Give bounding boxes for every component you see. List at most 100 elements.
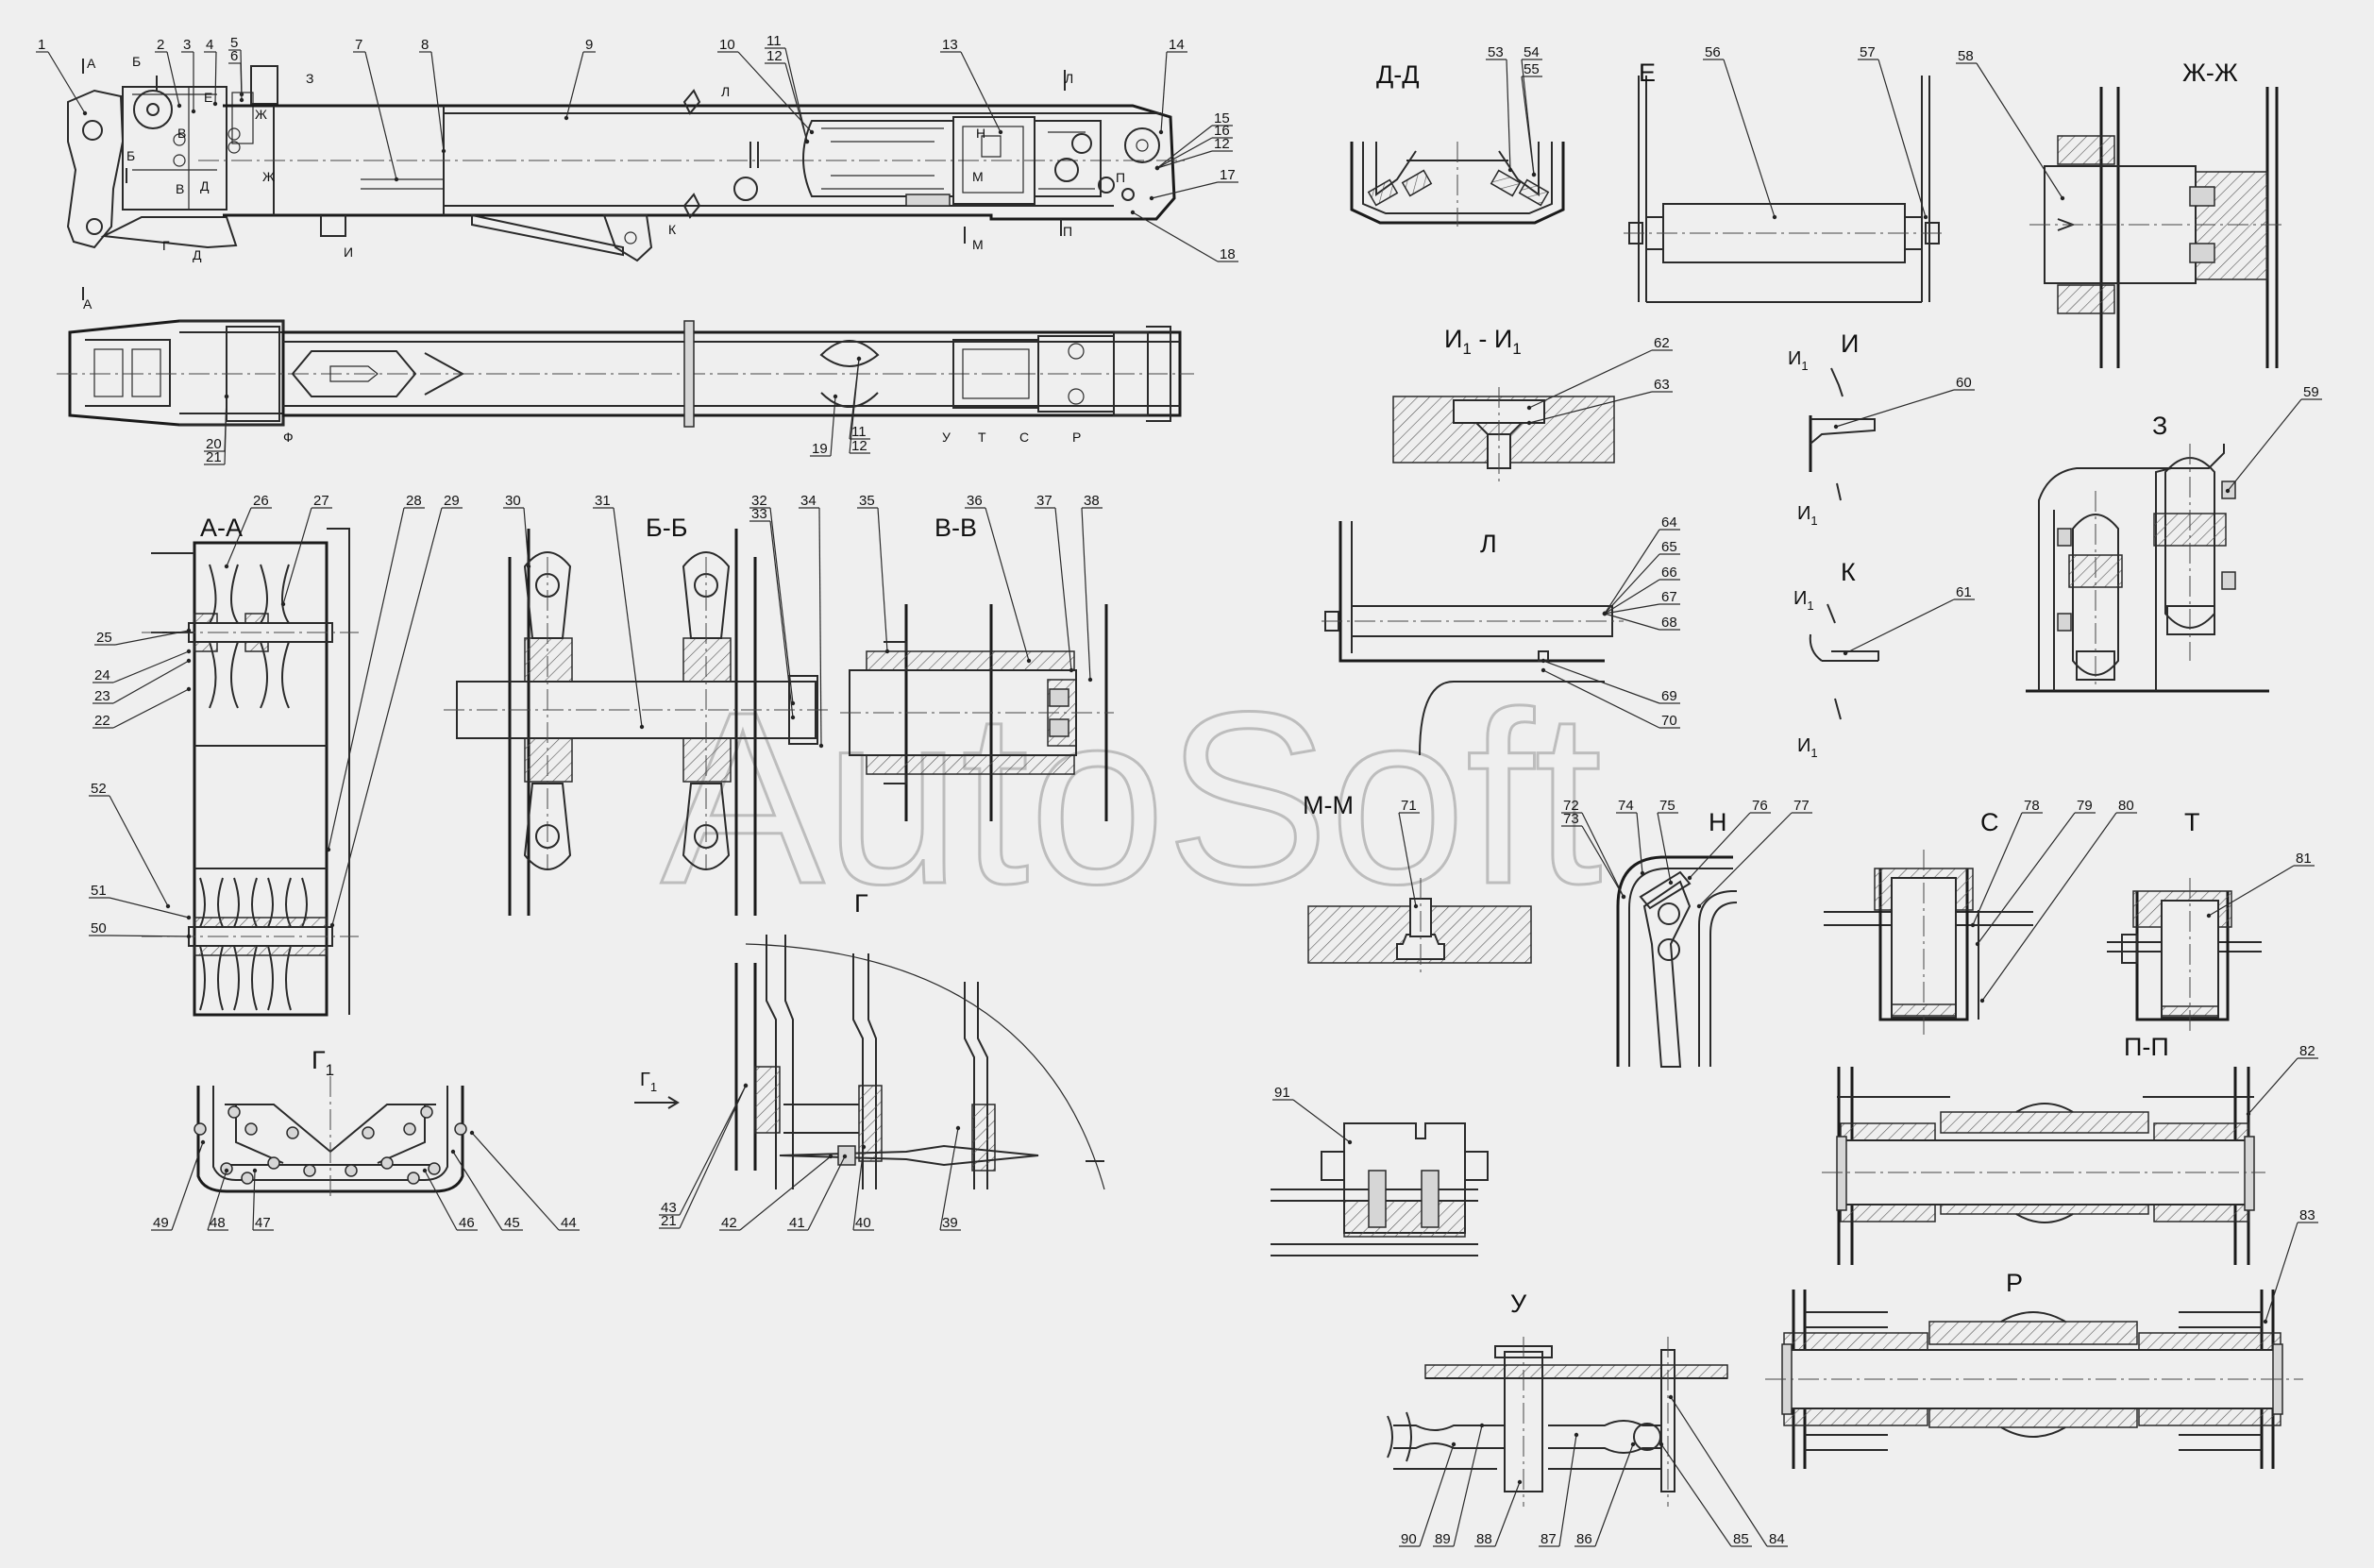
callout-number: 63 (1654, 377, 1670, 393)
callout-number: 4 (206, 37, 213, 53)
view-mark: Ж (255, 107, 267, 122)
callout-66: 66 (1602, 565, 1680, 616)
view-mark: Е (204, 90, 212, 105)
callout-79: 79 (1975, 798, 2096, 947)
callout-80: 80 (1979, 798, 2137, 1003)
callout-number: 75 (1659, 798, 1675, 814)
callout-number: 53 (1488, 44, 1504, 60)
section-title: Т (2184, 808, 2200, 836)
view-mark: В (176, 181, 184, 196)
callout-40: 40 (852, 1144, 874, 1231)
callout-number: 83 (2299, 1207, 2315, 1223)
callout-37: 37 (1035, 493, 1074, 673)
watermark-text: AutoSoft (661, 662, 1603, 936)
callout-number: 50 (91, 920, 107, 936)
callout-number: 43 (661, 1200, 677, 1216)
callout-number: 54 (1524, 44, 1540, 60)
view-mark: Т (978, 430, 986, 445)
view-mark: П (1063, 224, 1072, 239)
callout-45: 45 (450, 1149, 523, 1231)
section-title: П-П (2124, 1033, 2169, 1061)
callout-number: 8 (421, 37, 429, 53)
callout-number: 48 (210, 1215, 226, 1231)
callout-46: 46 (422, 1168, 478, 1231)
callout-number: 42 (721, 1215, 737, 1231)
callout-number: 39 (942, 1215, 958, 1231)
callout-39: 39 (939, 1125, 961, 1231)
callout-69: 69 (1541, 658, 1680, 704)
callout-43: 43 (659, 1083, 749, 1216)
callout-number: 22 (94, 713, 110, 729)
callout-number: 12 (766, 48, 783, 64)
callout-number: 68 (1661, 615, 1677, 631)
callout-number: 9 (585, 37, 593, 53)
callout-number: 45 (504, 1215, 520, 1231)
view-mark: М (972, 169, 984, 184)
callout-14: 14 (1158, 37, 1187, 135)
callout-51: 51 (89, 883, 192, 920)
callout-59: 59 (2225, 384, 2322, 494)
view-mark: Н (976, 126, 985, 141)
callout-1: 1 (36, 37, 88, 116)
boom-plan-view (57, 319, 1194, 428)
callout-55: 55 (1521, 61, 1542, 177)
callout-71: 71 (1398, 798, 1420, 909)
callout-number: 27 (313, 493, 329, 509)
view-mark: Ф (283, 430, 294, 445)
callout-number: 64 (1661, 514, 1677, 531)
callout-number: 89 (1435, 1531, 1451, 1547)
view-s (1824, 850, 2033, 1035)
callout-12: 12 (1154, 136, 1233, 171)
callout-85: 85 (1658, 1442, 1752, 1547)
callout-86: 86 (1574, 1442, 1636, 1547)
callout-3: 3 (181, 37, 196, 114)
callout-22: 22 (93, 686, 192, 729)
callout-number: 16 (1214, 123, 1230, 139)
callout-number: 18 (1220, 246, 1236, 262)
callout-number: 14 (1169, 37, 1185, 53)
callout-31: 31 (593, 493, 645, 730)
section-title: У (1510, 1290, 1527, 1318)
callout-4: 4 (204, 37, 218, 107)
callout-6: 6 (228, 48, 244, 103)
callout-number: 57 (1860, 44, 1876, 60)
callout-number: 91 (1274, 1085, 1290, 1101)
view-u (1387, 1337, 1728, 1507)
section-title: З (2152, 412, 2167, 440)
callout-number: 65 (1661, 539, 1677, 555)
callout-number: 73 (1563, 811, 1579, 827)
callout-number: 5 (230, 35, 238, 51)
section-i1-i1 (1392, 387, 1615, 481)
callout-number: 84 (1769, 1531, 1785, 1547)
view-i-k (1809, 367, 1879, 720)
callout-21: 21 (204, 394, 229, 465)
callout-62: 62 (1526, 335, 1673, 411)
view-mark: Р (1072, 430, 1081, 445)
boom-side-view (66, 59, 1189, 300)
callout-number: 49 (153, 1215, 169, 1231)
callout-number: 47 (255, 1215, 271, 1231)
callout-number: 61 (1956, 584, 1972, 600)
mark-i1-k-bottom: И1 (1797, 735, 1818, 760)
view-mark: З (306, 71, 313, 86)
callout-49: 49 (151, 1139, 206, 1231)
view-mark: Д (200, 178, 210, 194)
callout-28: 28 (326, 493, 425, 852)
callout-68: 68 (1602, 611, 1680, 631)
view-mark: П (1116, 170, 1125, 185)
callout-57: 57 (1858, 44, 1928, 220)
view-mark: Б (126, 148, 135, 163)
section-title: В-В (934, 514, 977, 542)
callout-42: 42 (719, 1154, 833, 1231)
section-m-m (1307, 878, 1532, 972)
callout-19: 19 (810, 394, 838, 457)
callout-number: 13 (942, 37, 958, 53)
callout-number: 40 (855, 1215, 871, 1231)
callout-number: 12 (851, 438, 867, 454)
view-mark: Г (162, 238, 170, 253)
view-e (1624, 76, 1945, 303)
callout-18: 18 (1130, 210, 1238, 262)
callout-89: 89 (1433, 1423, 1485, 1547)
view-t (2107, 878, 2262, 1035)
